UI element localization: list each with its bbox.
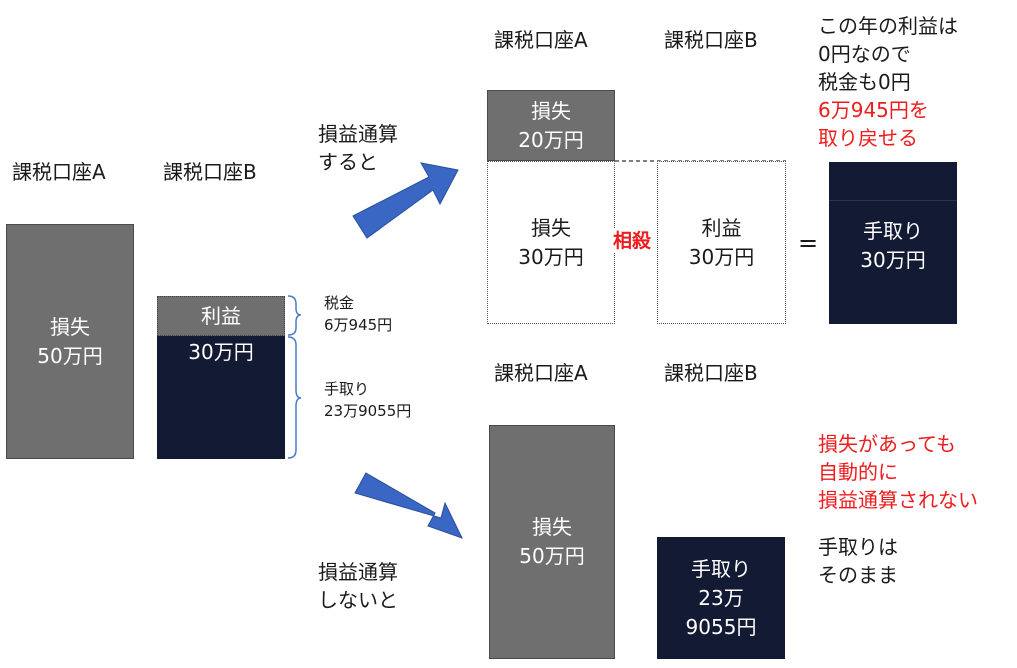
bottom-note-black: 手取りは そのまま bbox=[818, 535, 898, 587]
takehome-brace bbox=[287, 336, 302, 459]
arrow-up-icon bbox=[352, 162, 459, 239]
top-note-red: 6万945円を 取り戻せる bbox=[818, 98, 929, 150]
bottom-arrow-caption: 損益通算 しないと bbox=[318, 560, 398, 612]
bottom-account-b-label: 課税口座B bbox=[664, 361, 758, 385]
top-account-b-label: 課税口座B bbox=[664, 28, 758, 52]
top-takehome-box: 手取り 30万円 bbox=[829, 162, 957, 324]
takehome-label: 手取り 23万9055円 bbox=[324, 380, 412, 420]
left-account-b-label: 課税口座B bbox=[163, 160, 257, 184]
equals-sign: = bbox=[798, 229, 819, 257]
top-profit-offset-box: 利益 30万円 bbox=[657, 161, 786, 324]
tax-label: 税金 6万945円 bbox=[324, 294, 393, 334]
top-takehome-divider bbox=[829, 200, 957, 201]
bottom-takehome-box: 手取り 23万 9055円 bbox=[657, 537, 785, 659]
tax-brace bbox=[287, 295, 302, 336]
top-account-a-label: 課税口座A bbox=[494, 28, 588, 52]
bottom-loss-box: 損失 50万円 bbox=[489, 425, 615, 659]
left-account-a-label: 課税口座A bbox=[12, 160, 106, 184]
left-profit-label: 利益 bbox=[201, 303, 241, 328]
top-loss-remaining-box: 損失 20万円 bbox=[487, 90, 615, 161]
left-profit-takehome-part: 30万円 bbox=[157, 336, 285, 459]
left-loss-box: 損失 50万円 bbox=[6, 224, 134, 459]
arrow-down-icon bbox=[354, 472, 463, 539]
offset-label: 相殺 bbox=[613, 229, 652, 253]
left-profit-tax-part: 利益 bbox=[157, 296, 285, 336]
top-arrow-caption: 損益通算 すると bbox=[318, 122, 398, 174]
top-loss-offset-box: 損失 30万円 bbox=[487, 161, 615, 324]
left-profit-amount: 30万円 bbox=[188, 340, 254, 364]
bottom-note-red: 損失があっても 自動的に 損益通算されない bbox=[818, 432, 978, 512]
bottom-account-a-label: 課税口座A bbox=[494, 361, 588, 385]
top-note-black: この年の利益は 0円なので 税金も0円 bbox=[818, 14, 958, 94]
